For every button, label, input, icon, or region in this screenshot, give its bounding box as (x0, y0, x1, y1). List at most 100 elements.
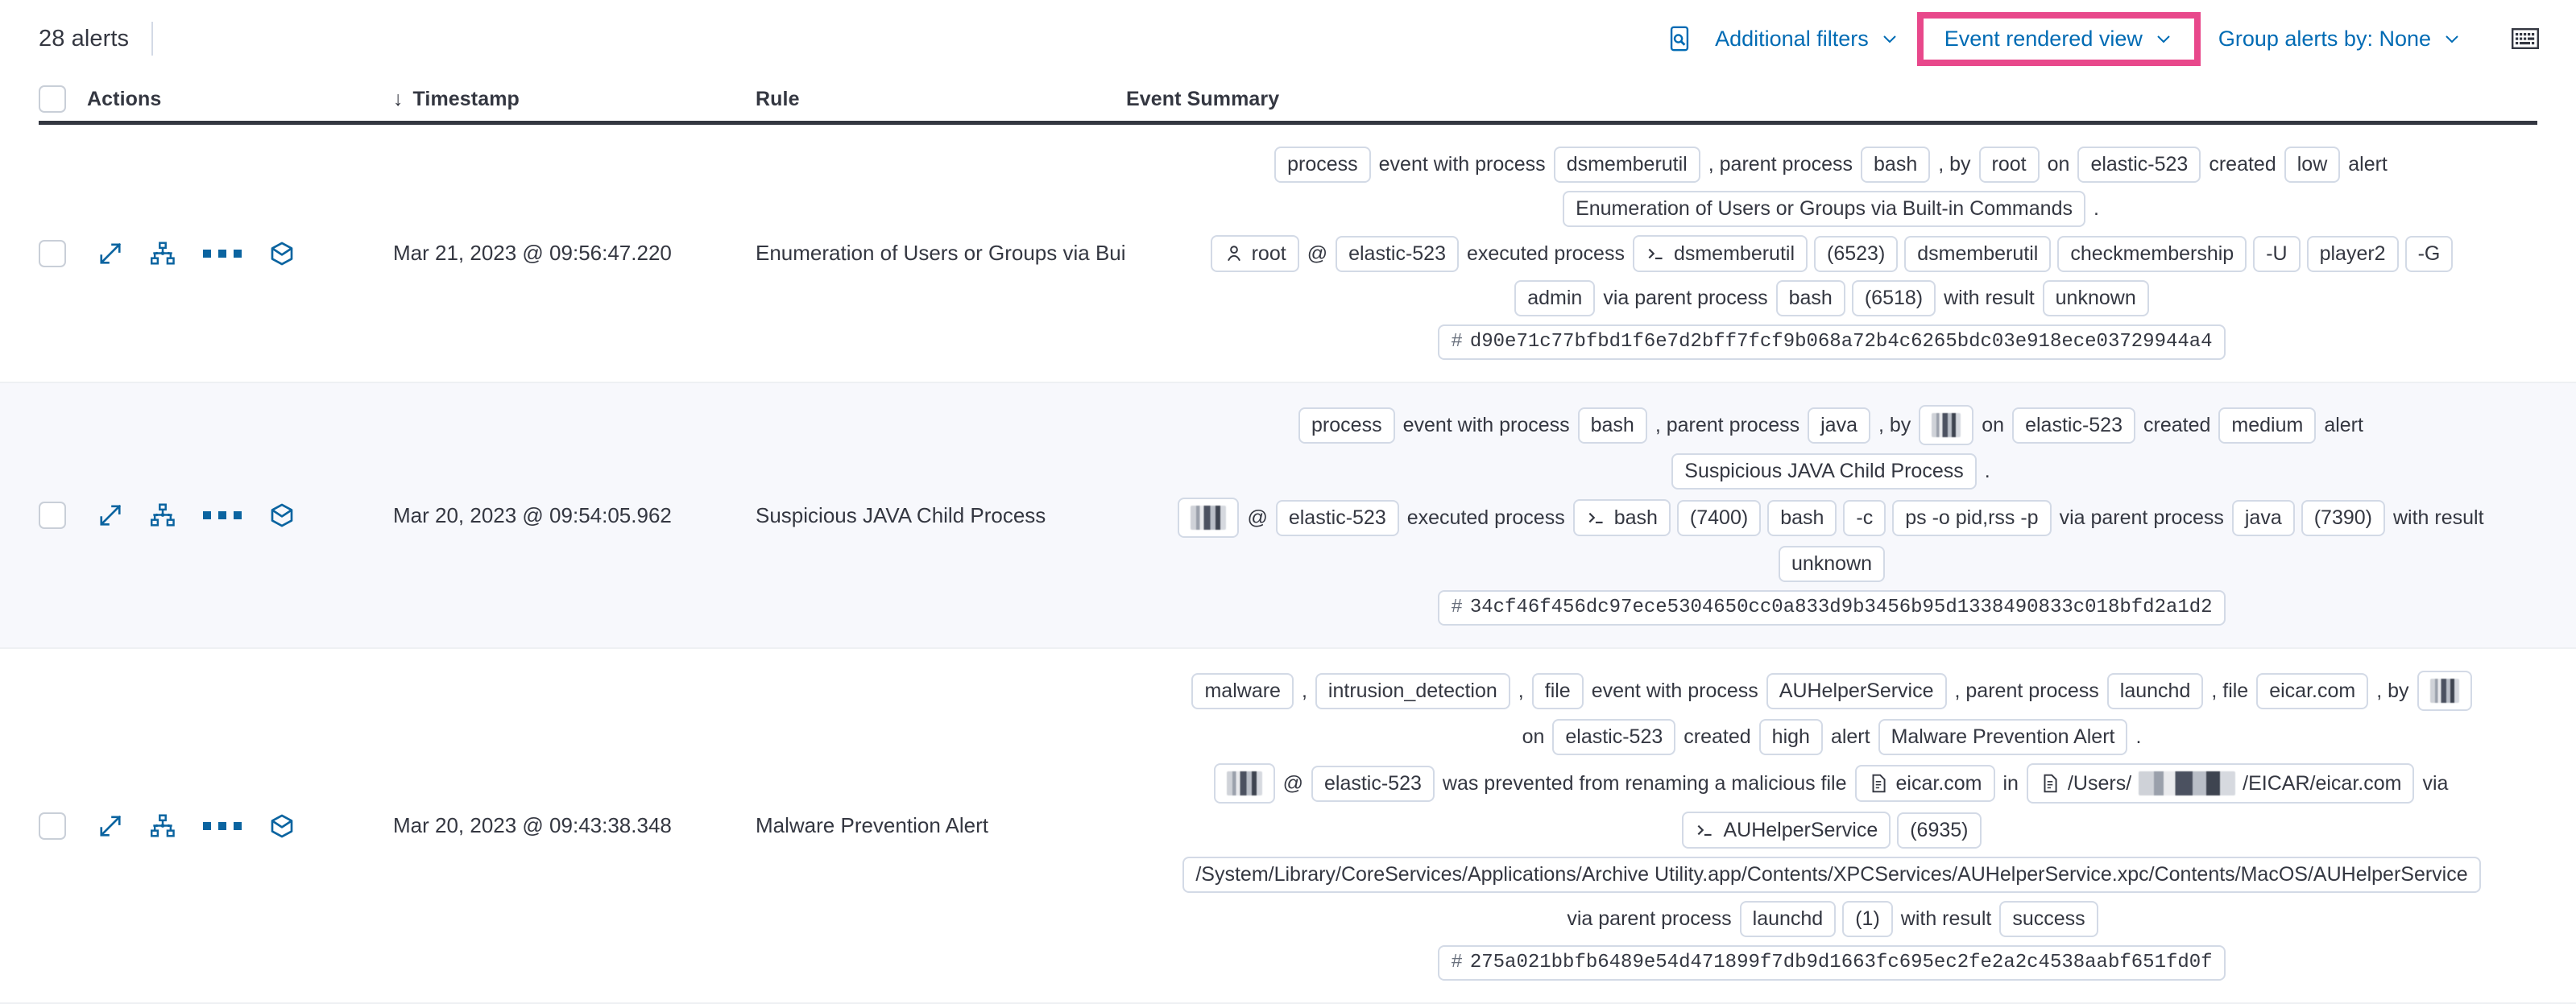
session-view-icon[interactable] (269, 502, 295, 528)
row-checkbox[interactable] (39, 502, 66, 529)
event-chip[interactable]: medium (2218, 407, 2317, 444)
summary-line: #275a021bbfb6489e54d471899f7db9d1663fc69… (1126, 941, 2537, 985)
event-chip[interactable]: root (1210, 235, 1299, 272)
event-chip[interactable]: elastic-523 (1552, 719, 1676, 755)
keyboard-icon[interactable] (2507, 20, 2544, 57)
chip-label: eicar.com (2269, 679, 2356, 702)
event-chip[interactable]: Suspicious JAVA Child Process (1671, 453, 1977, 490)
event-chip[interactable]: -U (2253, 235, 2301, 272)
row-actions-group (87, 502, 295, 528)
select-all-checkbox[interactable] (39, 85, 66, 113)
event-chip[interactable]: elastic-523 (1311, 765, 1435, 802)
analyzer-icon[interactable] (150, 813, 176, 838)
event-chip[interactable]: /System/Library/CoreServices/Application… (1182, 857, 2481, 893)
event-chip[interactable]: bash (1572, 499, 1671, 536)
analyzer-icon[interactable] (150, 241, 176, 266)
more-actions-icon[interactable] (203, 821, 242, 830)
event-chip[interactable]: unknown (1778, 546, 1886, 582)
event-chip[interactable]: root (1978, 147, 2040, 183)
event-chip[interactable]: elastic-523 (2012, 407, 2135, 444)
chip-label: elastic-523 (1565, 725, 1663, 748)
more-actions-icon[interactable] (203, 511, 242, 519)
table-row[interactable]: Mar 21, 2023 @ 09:56:47.220 Enumeration o… (0, 125, 2576, 383)
event-chip[interactable]: elastic-523 (1336, 235, 1459, 272)
event-rendered-view-button[interactable]: Event rendered view (1930, 27, 2188, 52)
redacted-value-chip[interactable] (1178, 498, 1240, 538)
event-chip[interactable]: java (1808, 407, 1870, 444)
row-checkbox[interactable] (39, 812, 66, 840)
session-view-icon[interactable] (269, 813, 295, 839)
event-chip[interactable]: success (1999, 901, 2098, 937)
event-chip[interactable]: (7390) (2301, 499, 2385, 536)
event-chip[interactable]: (6523) (1814, 235, 1899, 272)
file-path-chip[interactable]: /Users//EICAR/eicar.com (2026, 763, 2415, 804)
summary-text: , parent process (1708, 153, 1853, 176)
event-chip[interactable]: dsmemberutil (1632, 235, 1808, 272)
event-chip[interactable]: launchd (2106, 672, 2204, 709)
event-chip[interactable]: java (2231, 499, 2295, 536)
event-chip[interactable]: checkmembership (2057, 235, 2247, 272)
event-chip[interactable]: Malware Prevention Alert (1878, 719, 2128, 755)
event-chip[interactable]: bash (1861, 147, 1931, 183)
event-chip[interactable]: bash (1775, 280, 1845, 316)
sort-desc-icon: ↓ (393, 87, 404, 110)
session-view-icon[interactable] (269, 241, 295, 266)
event-chip[interactable]: malware (1191, 672, 1294, 709)
event-chip[interactable]: AUHelperService (1682, 812, 1891, 849)
event-chip[interactable]: dsmemberutil (1904, 235, 2052, 272)
event-chip[interactable]: low (2284, 147, 2341, 183)
event-chip[interactable]: launchd (1739, 901, 1837, 937)
event-chip[interactable]: -c (1843, 499, 1886, 536)
event-chip[interactable]: process (1274, 147, 1371, 183)
event-chip[interactable]: (1) (1842, 901, 1893, 937)
expand-icon[interactable] (98, 242, 122, 266)
more-actions-icon[interactable] (203, 249, 242, 258)
summary-text: on (1982, 413, 2005, 436)
event-chip[interactable]: #275a021bbfb6489e54d471899f7db9d1663fc69… (1438, 945, 2226, 981)
event-chip[interactable]: #d90e71c77bfbd1f6e7d2bff7fcf9b068a72b4c6… (1438, 324, 2226, 360)
event-chip[interactable]: elastic-523 (2077, 147, 2201, 183)
summary-text: via parent process (1567, 907, 1732, 930)
event-chip[interactable]: (7400) (1676, 499, 1762, 536)
inspect-search-icon[interactable] (1659, 18, 1700, 60)
event-chip[interactable]: admin (1514, 280, 1596, 316)
event-chip[interactable]: dsmemberutil (1553, 147, 1700, 183)
event-chip[interactable]: (6518) (1851, 280, 1936, 316)
summary-text: , by (1878, 413, 1911, 436)
redacted-value-chip[interactable] (2417, 671, 2472, 711)
row-checkbox[interactable] (39, 239, 66, 267)
event-chip[interactable]: elastic-523 (1275, 499, 1399, 536)
event-chip[interactable]: ps -o pid,rss -p (1892, 499, 2052, 536)
event-chip[interactable]: high (1758, 719, 1823, 755)
redacted-value-chip[interactable] (1213, 763, 1275, 804)
chip-label: dsmemberutil (1917, 242, 2039, 265)
group-alerts-by-button[interactable]: Group alerts by: None (2204, 27, 2476, 52)
expand-icon[interactable] (98, 503, 122, 527)
analyzer-icon[interactable] (150, 503, 176, 527)
event-chip[interactable]: intrusion_detection (1315, 672, 1510, 709)
event-chip[interactable]: bash (1767, 499, 1837, 536)
event-chip[interactable]: file (1531, 672, 1584, 709)
event-chip[interactable]: eicar.com (1854, 765, 1995, 802)
expand-icon[interactable] (98, 814, 122, 838)
header-timestamp-cell[interactable]: ↓ Timestamp (393, 88, 756, 111)
event-chip[interactable]: bash (1577, 407, 1647, 444)
redacted-value-chip[interactable] (1919, 405, 1974, 445)
event-chip[interactable]: #34cf46f456dc97ece5304650cc0a833d9b3456b… (1438, 590, 2226, 626)
event-chip[interactable]: player2 (2306, 235, 2399, 272)
event-chip[interactable]: (6935) (1897, 812, 1982, 849)
additional-filters-button[interactable]: Additional filters (1700, 27, 1914, 52)
chip-label: d90e71c77bfbd1f6e7d2bff7fcf9b068a72b4c62… (1469, 331, 2213, 353)
row-timestamp-cell: Mar 21, 2023 @ 09:56:47.220 (393, 125, 756, 382)
event-chip[interactable]: AUHelperService (1766, 672, 1947, 709)
event-chip[interactable]: Enumeration of Users or Groups via Built… (1563, 191, 2085, 227)
event-chip[interactable]: process (1298, 407, 1395, 444)
event-chip[interactable]: -G (2404, 235, 2454, 272)
select-all-checkbox-cell (39, 85, 87, 113)
event-chip[interactable]: unknown (2042, 280, 2149, 316)
chip-label: malware (1204, 679, 1281, 702)
event-chip[interactable]: eicar.com (2256, 672, 2369, 709)
